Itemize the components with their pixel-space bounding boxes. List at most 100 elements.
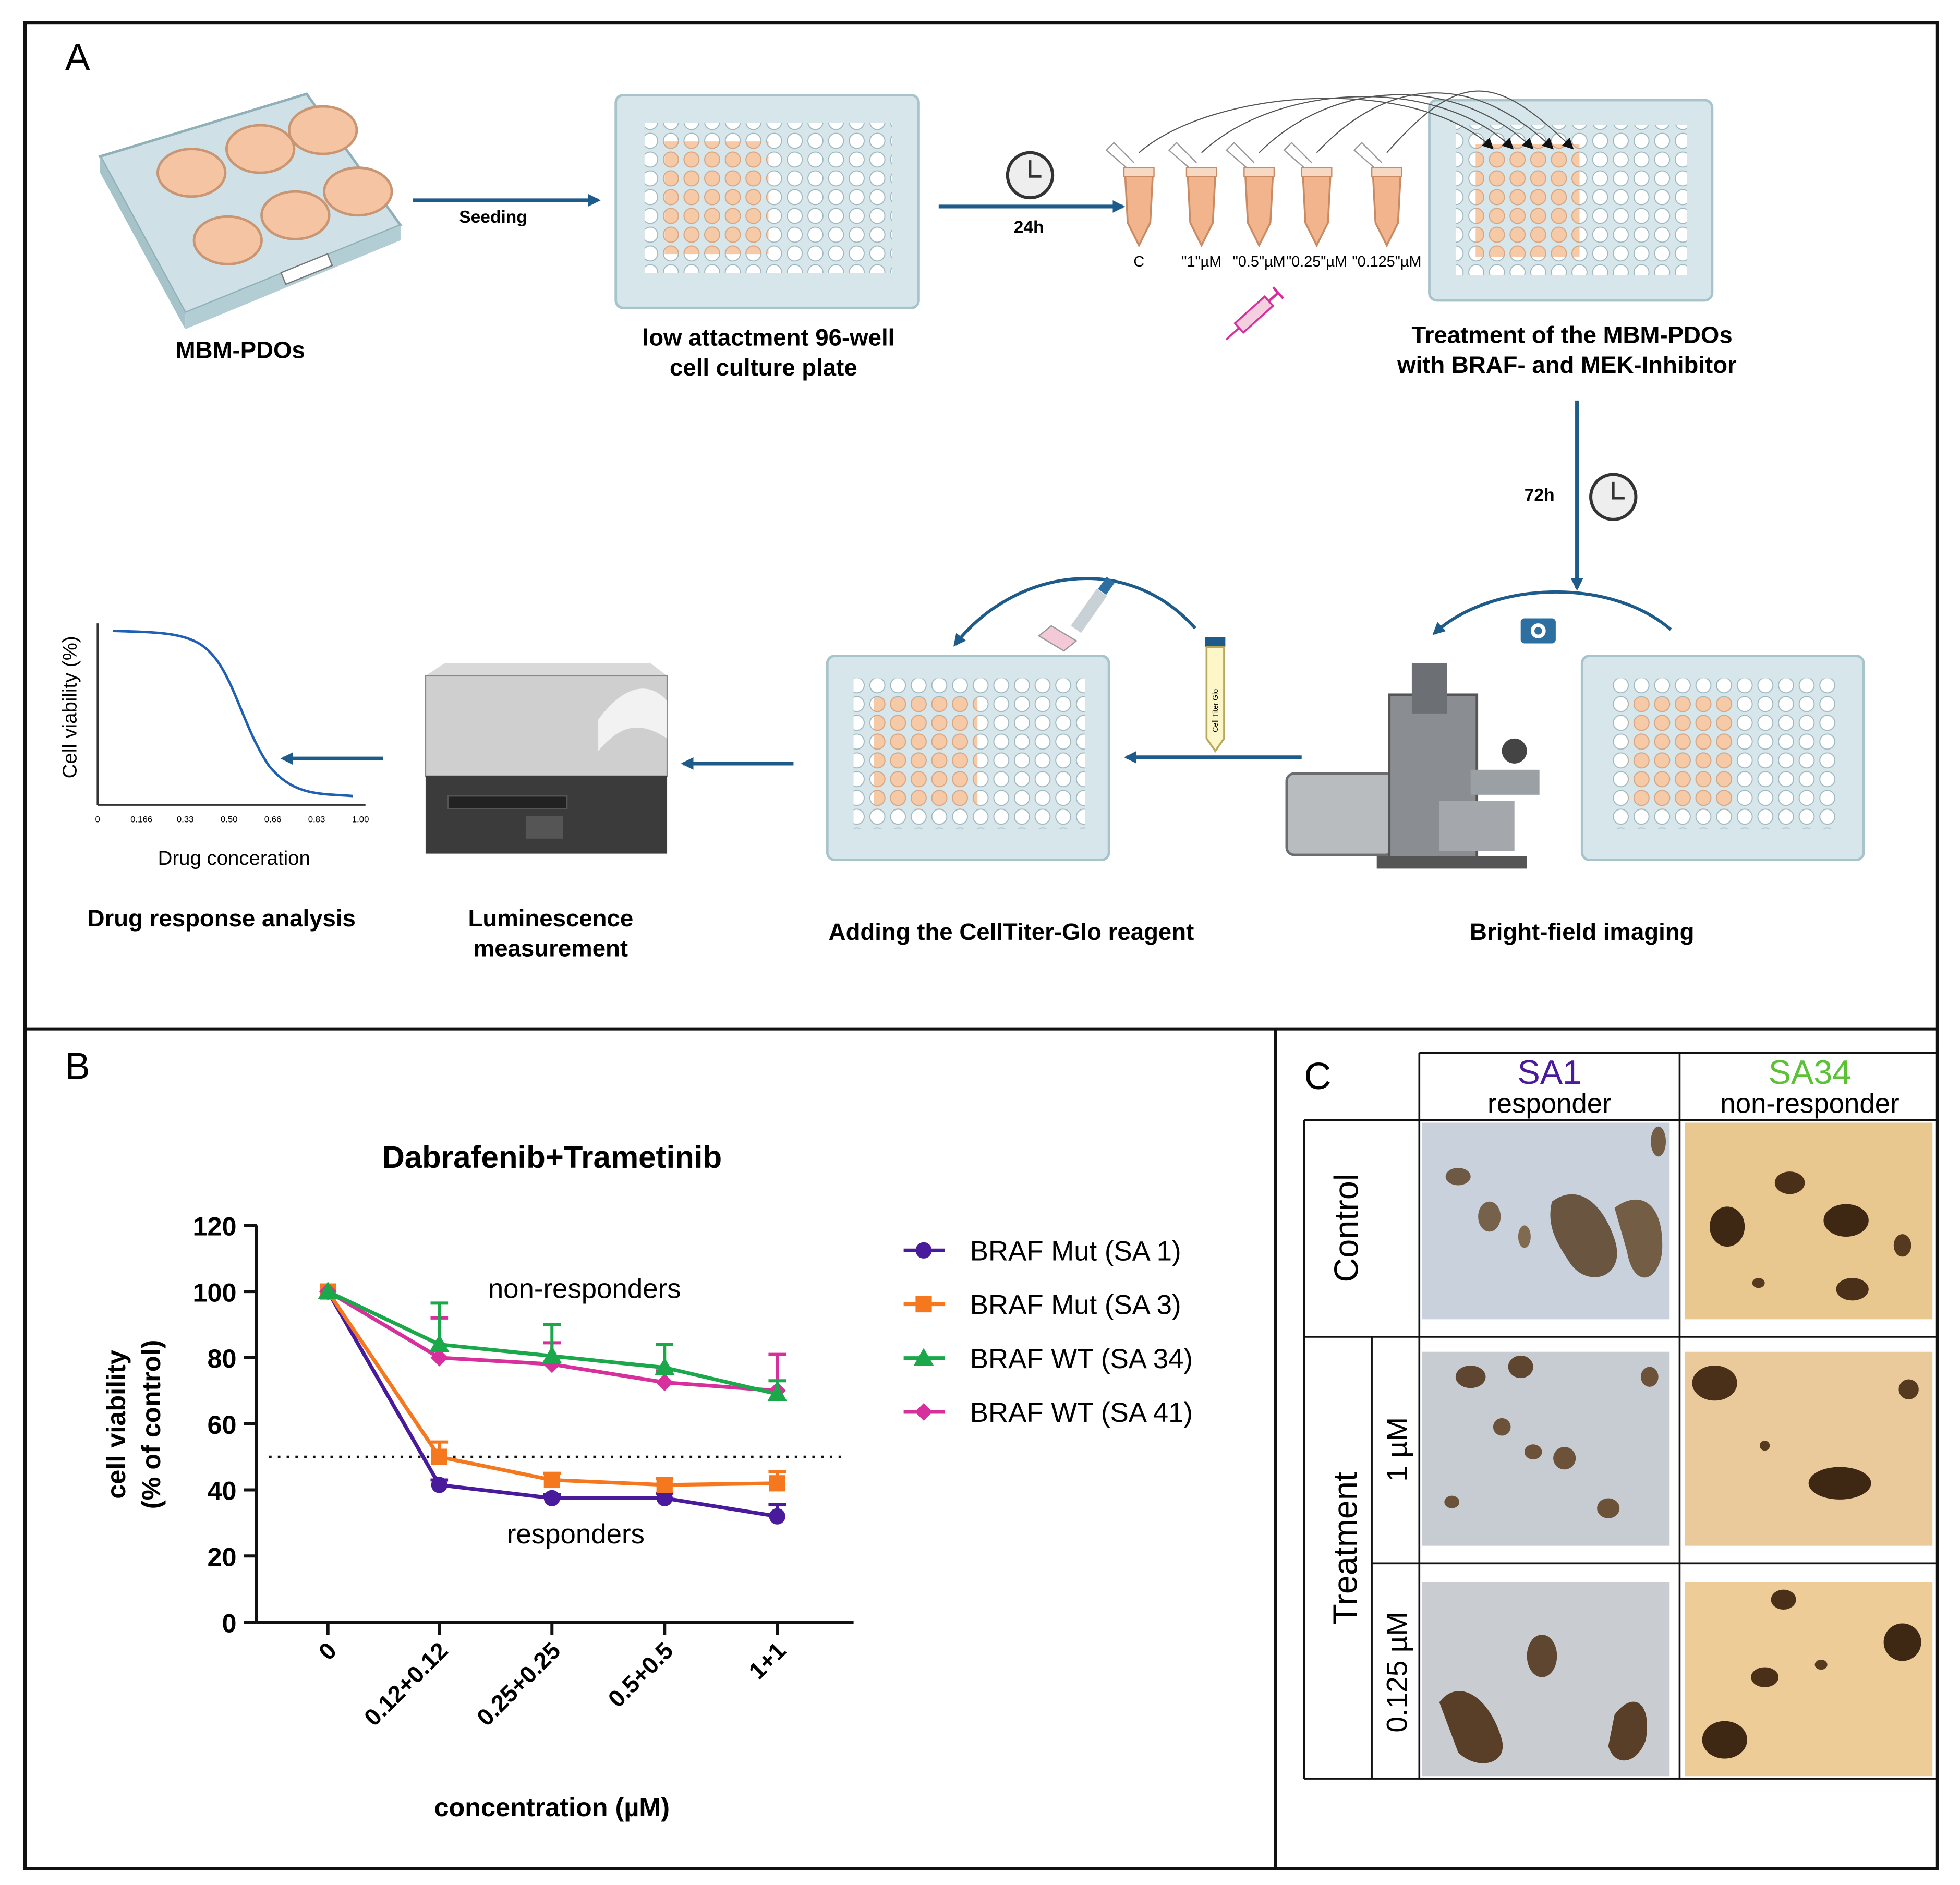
tube-cap-2 — [1243, 167, 1275, 177]
mini-plot-curve — [112, 630, 353, 798]
mini-plot-ylabel: Cell viability (%) — [58, 636, 81, 778]
panel-label-c: C — [1304, 1056, 1332, 1097]
col-subheader-non-responder: non-responder — [1720, 1088, 1899, 1119]
tube-text: Cell Titer Glo — [1212, 689, 1220, 732]
col-header-sa1: SA1 — [1518, 1053, 1581, 1091]
legend-label-3: BRAF WT (SA 41) — [970, 1397, 1193, 1428]
x-axis-label: concentration (µM) — [434, 1792, 670, 1822]
y-tick-label-80: 80 — [208, 1344, 237, 1373]
row-header-dose-1: 1 µM — [1381, 1417, 1413, 1482]
x-tick-label-1: 0.12+0.12 — [359, 1637, 453, 1731]
plate-96-well-seeded — [614, 93, 920, 309]
series-0 — [320, 1283, 787, 1525]
tube-lid-2 — [1225, 141, 1255, 168]
point-0-3 — [656, 1490, 673, 1506]
point-3-3 — [656, 1373, 674, 1392]
clock-icon — [1006, 151, 1055, 200]
x-tick-label-4: 1+1 — [744, 1637, 791, 1685]
tube-lid-1 — [1168, 141, 1197, 168]
mini-x-tick-6: 1.00 — [352, 815, 369, 825]
legend-label-1: BRAF Mut (SA 3) — [970, 1290, 1181, 1321]
x-tick-label-2: 0.25+0.25 — [471, 1637, 565, 1731]
micrograph-sa34-control — [1685, 1122, 1933, 1320]
point-1-4 — [769, 1475, 785, 1492]
col-subheader-responder: responder — [1487, 1088, 1612, 1119]
tube-label-2: "0.5"µM — [1233, 253, 1286, 270]
mini-x-tick-4: 0.66 — [264, 815, 282, 825]
point-2-3 — [655, 1357, 675, 1375]
transfer-arrow-2 — [1259, 94, 1534, 153]
micrograph-sa1-treatment-1um — [1422, 1351, 1670, 1546]
point-2-4 — [767, 1384, 788, 1402]
tube-0 — [1124, 174, 1154, 248]
micrograph-sa34-treatment-1um — [1685, 1351, 1933, 1546]
plate-96-well-imaging — [1580, 655, 1865, 862]
series-2 — [318, 1281, 788, 1402]
point-2-2 — [542, 1346, 562, 1364]
y-axis-label-line-2: (% of control) — [136, 1340, 166, 1509]
plate-label-line-1: low attactment 96-well — [643, 324, 895, 351]
series-line-1 — [326, 1290, 778, 1487]
chart-legend: BRAF Mut (SA 1) BRAF Mut (SA 3) BRAF WT (S… — [903, 1236, 1193, 1428]
point-0-4 — [769, 1508, 785, 1525]
tube-lid-4 — [1353, 141, 1383, 168]
plate-label-line-2: cell culture plate — [670, 354, 857, 381]
treatment-label-line-1: Treatment of the MBM-PDOs — [1411, 322, 1732, 348]
point-0-1 — [431, 1477, 447, 1493]
tube-label-0: C — [1133, 253, 1144, 270]
syringe-icon — [1225, 286, 1285, 341]
tube-cap-3 — [1301, 167, 1333, 177]
point-1-2 — [543, 1471, 560, 1489]
col-header-sa34: SA34 — [1769, 1053, 1851, 1091]
series-layer — [318, 1281, 788, 1525]
incubation-label-24h: 24h — [1014, 218, 1044, 237]
pipette-icon — [1037, 576, 1115, 652]
mini-x-tick-5: 0.83 — [308, 815, 325, 825]
y-tick-label-100: 100 — [192, 1277, 236, 1307]
point-1-3 — [656, 1477, 673, 1493]
mini-x-tick-3: 0.50 — [221, 815, 238, 825]
annotation-non-responders: non-responders — [488, 1274, 681, 1304]
tube-label-4: "0.125"µM — [1352, 253, 1421, 270]
tube-2 — [1244, 174, 1274, 248]
transfer-arrows — [1139, 90, 1574, 153]
micrograph-sa34-treatment-0125um — [1685, 1582, 1933, 1777]
microscope-icon — [1285, 663, 1540, 869]
tube-1 — [1187, 174, 1217, 248]
y-tick-label-0: 0 — [222, 1608, 237, 1638]
y-tick-label-120: 120 — [192, 1212, 236, 1241]
analysis-label: Drug response analysis — [88, 905, 356, 932]
tube-cap-0 — [1123, 167, 1155, 177]
plate-96-well-treatment — [1428, 99, 1714, 302]
x-tick-label-0: 0 — [313, 1637, 342, 1665]
point-1-1 — [431, 1448, 447, 1465]
panel-label-a: A — [65, 37, 90, 78]
legend-marker-1 — [915, 1296, 932, 1313]
tube-lid-0 — [1105, 141, 1135, 168]
six-well-plate — [98, 92, 403, 330]
row-header-control: Control — [1327, 1174, 1365, 1283]
tube-cap-4 — [1371, 167, 1402, 177]
transfer-arrow-1 — [1201, 96, 1514, 153]
luminescence-label-line-1: Luminescence — [468, 905, 634, 932]
tube-cap-1 — [1185, 167, 1217, 177]
imaging-curved-arrow — [1432, 590, 1672, 635]
legend-label-0: BRAF Mut (SA 1) — [970, 1236, 1181, 1267]
incubation-label-72h: 72h — [1525, 486, 1555, 505]
row-header-treatment: Treatment — [1326, 1472, 1364, 1625]
dose-response-mini-plot: 0 0.166 0.33 0.50 0.66 0.83 1.00 Cell viabilit… — [58, 623, 369, 869]
x-tick-label-3: 0.5+0.5 — [603, 1637, 678, 1712]
mini-x-tick-0: 0 — [95, 815, 100, 825]
tube-label-1: "1"µM — [1181, 253, 1221, 270]
micrograph-sa1-control — [1422, 1122, 1670, 1320]
transfer-arrow-4 — [1386, 90, 1574, 153]
point-2-1 — [429, 1334, 450, 1352]
imaging-label: Bright-field imaging — [1470, 919, 1694, 945]
outer-frame — [23, 21, 1939, 1870]
mini-x-tick-1: 0.166 — [130, 815, 152, 825]
reagent-label: Adding the CellTiter-Glo reagent — [829, 919, 1194, 945]
legend-label-2: BRAF WT (SA 34) — [970, 1344, 1193, 1374]
mini-x-tick-2: 0.33 — [177, 815, 194, 825]
transfer-arrow-3 — [1316, 92, 1554, 153]
luminescence-label-line-2: measurement — [474, 935, 628, 961]
